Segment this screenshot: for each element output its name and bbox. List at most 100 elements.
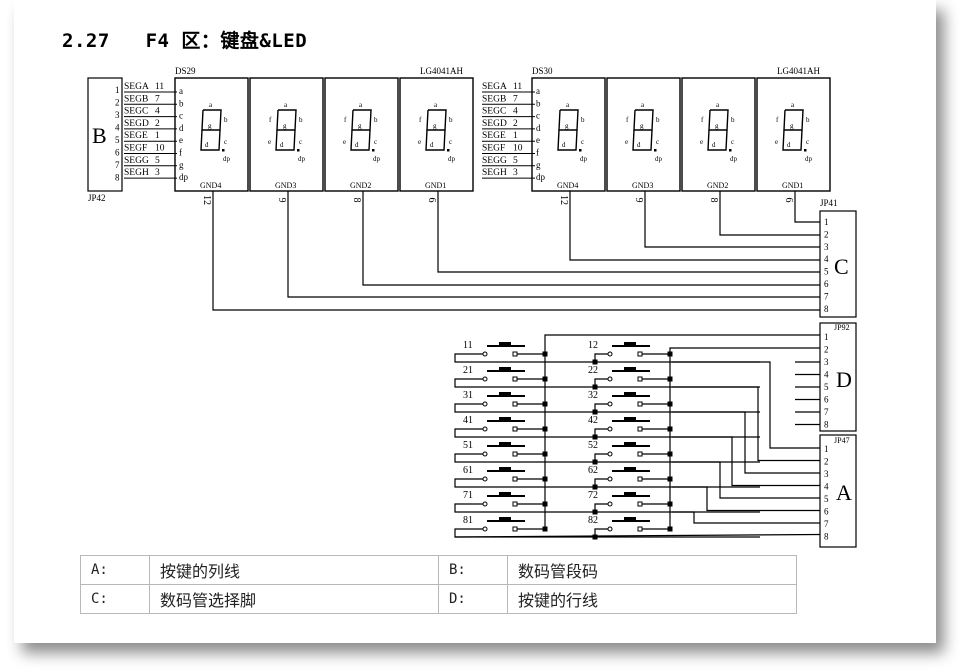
segment-net-label: SEGA [124, 82, 149, 92]
key-label: 31 [463, 390, 473, 401]
segment-glyph-label: e [625, 138, 628, 146]
connector-pin-number: 1 [115, 85, 120, 95]
key-contact [637, 526, 643, 532]
connector-pin-number: 7 [824, 519, 829, 529]
segment-glyph-label: c [731, 138, 734, 146]
segment-glyph-label: f [344, 116, 347, 124]
segment-glyph-label: g [640, 122, 644, 130]
key-contact [482, 401, 488, 407]
segment-input-label: c [179, 111, 183, 121]
display-ref: DS30 [532, 66, 553, 76]
segment-glyph-label: e [268, 138, 271, 146]
segment-net-label: SEGB [124, 94, 148, 104]
segment-input-label: c [536, 111, 540, 121]
segment-pin-number: 4 [155, 107, 160, 117]
key-label: 22 [588, 365, 598, 376]
display-part-number: LG4041AH [777, 66, 820, 76]
seven-seg-lower [350, 129, 371, 151]
segment-glyph-label: f [701, 116, 704, 124]
key-contact [637, 476, 643, 482]
digit-gnd-label: GND1 [425, 181, 446, 190]
key-cap [624, 517, 636, 522]
seven-seg-dp [447, 149, 450, 152]
digit-pin-number: 12 [558, 195, 569, 205]
column-wire [594, 503, 608, 512]
digit-gnd-label: GND1 [782, 181, 803, 190]
segment-glyph-label: g [208, 122, 212, 130]
junction-dot [542, 401, 548, 407]
column-wire [454, 533, 821, 538]
segment-glyph-label: dp [373, 155, 381, 163]
junction-dot [542, 376, 548, 382]
junction-dot [542, 501, 548, 507]
legend-row: A: 按键的列线 B: 数码管段码 [80, 555, 797, 585]
display-ref: DS29 [175, 66, 196, 76]
digit-pin-number: 6 [426, 198, 437, 203]
legend-row: C: 数码管选择脚 D: 按键的行线 [80, 584, 797, 614]
segment-glyph-label: d [280, 141, 284, 149]
key-contact [607, 376, 613, 382]
connector-pin-number: 7 [824, 407, 829, 417]
column-wire [594, 528, 608, 537]
connector-c-ref: JP41 [820, 198, 838, 208]
digit-gnd-label: GND4 [200, 181, 221, 190]
segment-pin-number: 3 [155, 168, 160, 178]
junction-dot [592, 384, 598, 390]
key-contact [607, 451, 613, 457]
digit-box [531, 77, 606, 192]
segment-net-label: SEGG [482, 156, 507, 166]
digit-pin-number: 6 [783, 198, 794, 203]
connector-a-ref: JP47 [834, 436, 850, 445]
segment-glyph-label: e [700, 138, 703, 146]
key-cap [624, 467, 636, 472]
key-cap [499, 367, 511, 372]
segment-glyph-label: a [791, 101, 795, 109]
key-label: 62 [588, 465, 598, 476]
seven-seg-lower [707, 129, 728, 151]
column-wire [454, 453, 760, 463]
digit-box [756, 77, 831, 192]
row-bus-wire [669, 347, 820, 529]
section-title: 2.27 F4 区：键盘&LED [62, 30, 308, 52]
legend-value: 按键的列线 [149, 555, 439, 585]
segment-glyph-label: dp [805, 155, 813, 163]
junction-dot [667, 451, 673, 457]
connector-a-box [819, 434, 857, 548]
segment-glyph-label: c [581, 138, 584, 146]
segment-glyph-label: b [656, 116, 660, 124]
segment-glyph-label: e [775, 138, 778, 146]
seven-seg-upper [426, 109, 447, 131]
digit-select-wire [719, 200, 820, 236]
segment-glyph-label: d [205, 141, 209, 149]
digit-pin-number: 12 [201, 195, 212, 205]
segment-net-label: SEGB [482, 94, 506, 104]
segment-glyph-label: e [343, 138, 346, 146]
key-label: 52 [588, 440, 598, 451]
segment-input-label: g [179, 160, 184, 170]
column-wire [454, 353, 760, 363]
digit-box [324, 77, 399, 192]
junction-dot [667, 476, 673, 482]
digit-pin-number: 8 [708, 198, 719, 203]
seven-seg-upper [558, 109, 579, 131]
digit-box [249, 77, 324, 192]
segment-net-label: SEGD [124, 119, 149, 129]
seven-seg-lower [782, 129, 803, 151]
key-label: 51 [463, 440, 473, 451]
segment-pin-number: 7 [513, 94, 518, 104]
key-label: 32 [588, 390, 598, 401]
digit-box [606, 77, 681, 192]
key-label: 71 [463, 490, 473, 501]
legend-value: 数码管选择脚 [149, 584, 439, 614]
junction-dot [592, 459, 598, 465]
column-wire [454, 478, 760, 488]
segment-input-label: f [179, 148, 182, 158]
seven-seg-dp [297, 149, 300, 152]
segment-glyph-label: f [269, 116, 272, 124]
segment-glyph-label: g [715, 122, 719, 130]
segment-input-label: a [536, 86, 540, 96]
legend-key: D: [438, 584, 508, 614]
segment-input-label: b [536, 98, 541, 108]
seven-seg-dp [579, 149, 582, 152]
column-wire [672, 386, 820, 462]
